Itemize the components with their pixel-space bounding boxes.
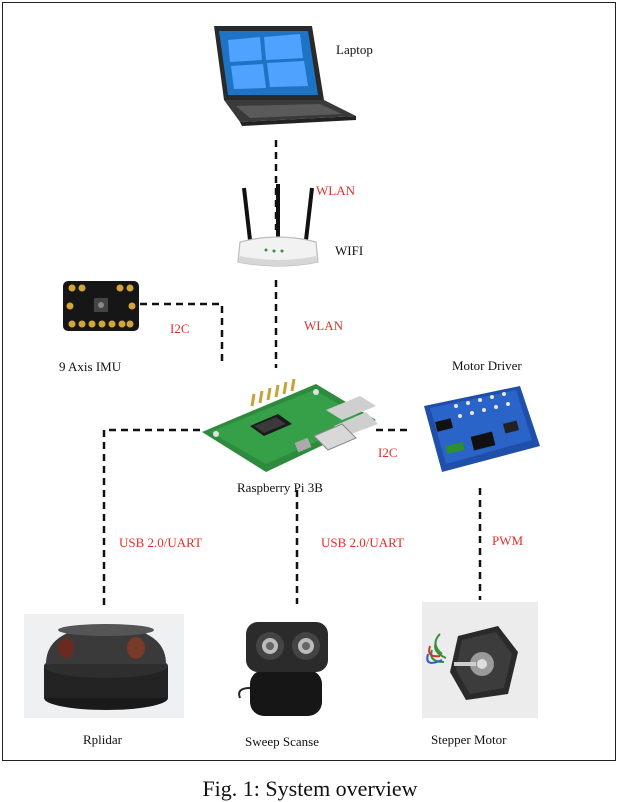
sweep-scanner-icon <box>238 622 328 716</box>
driver-stepper-label: PWM <box>492 533 524 548</box>
wifi-label: WIFI <box>335 243 364 258</box>
pi-driver-label: I2C <box>378 445 398 460</box>
imu-board-icon <box>63 281 139 331</box>
motor-driver-label: Motor Driver <box>452 358 522 373</box>
imu-label: 9 Axis IMU <box>59 359 122 374</box>
motor-driver-icon <box>424 386 540 472</box>
imu-pi-label: I2C <box>170 321 190 336</box>
raspberry-pi-label: Raspberry Pi 3B <box>237 480 323 495</box>
rplidar-icon <box>24 614 184 718</box>
raspberry-pi-icon <box>202 378 378 472</box>
pi-rplidar-line <box>102 428 200 605</box>
laptop-label: Laptop <box>336 42 373 57</box>
laptop-icon <box>214 26 356 126</box>
pi-rplidar-label: USB 2.0/UART <box>119 535 203 550</box>
wifi-pi-label: WLAN <box>304 318 343 333</box>
stepper-label: Stepper Motor <box>431 732 507 747</box>
pi-sweep-label: USB 2.0/UART <box>321 535 405 550</box>
figure-caption: Fig. 1: System overview <box>202 776 418 801</box>
sweep-label: Sweep Scanse <box>245 734 320 749</box>
stepper-motor-icon <box>422 602 538 718</box>
diagram-frame <box>2 2 616 761</box>
imu-pi-line <box>140 302 224 366</box>
wifi-router-icon <box>237 184 319 267</box>
laptop-wifi-label: WLAN <box>316 183 355 198</box>
rplidar-label: Rplidar <box>83 732 122 747</box>
